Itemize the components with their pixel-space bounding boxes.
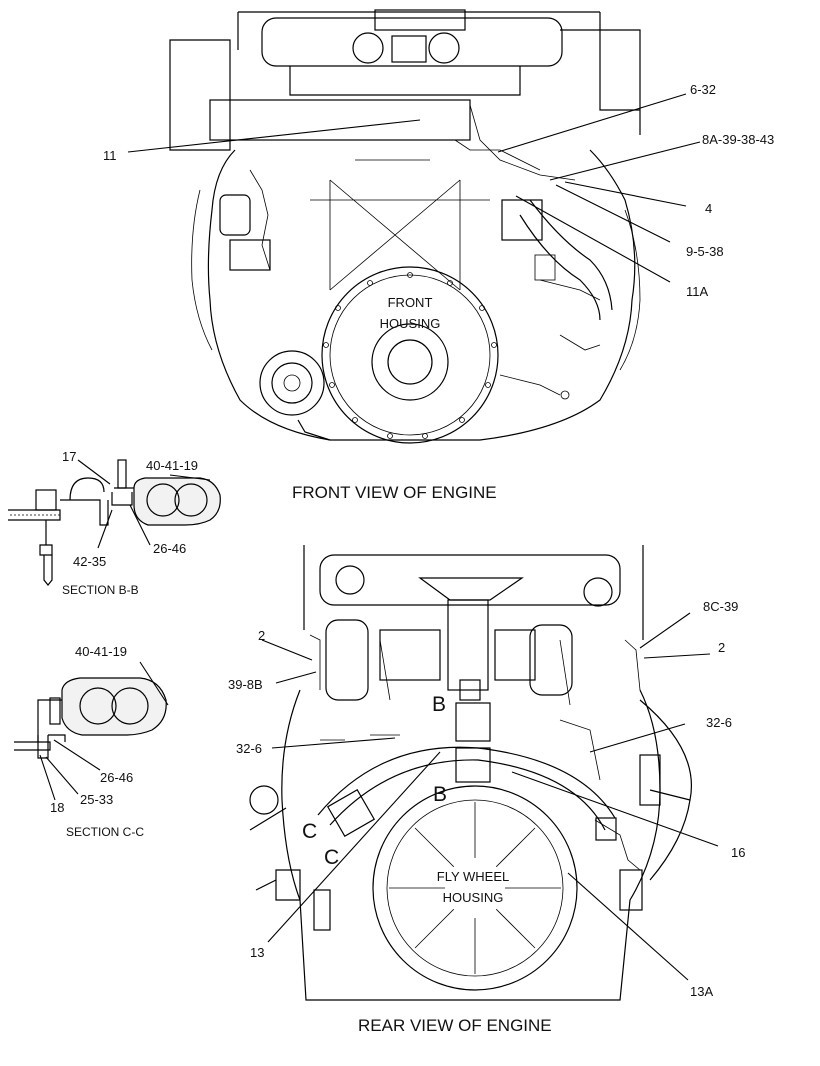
- callout-25-33: 25-33: [80, 792, 113, 807]
- section-b-b-drawing: [8, 459, 221, 586]
- front-view-caption: FRONT VIEW OF ENGINE: [292, 483, 497, 502]
- section-b-b-caption: SECTION B-B: [62, 583, 139, 597]
- callout-8c-39: 8C-39: [703, 599, 738, 614]
- housing-labels: FRONT HOUSING FLY WHEEL HOUSING: [380, 295, 510, 905]
- front-housing-label-line2: HOUSING: [380, 316, 441, 331]
- rear-view-engine: [249, 545, 692, 1001]
- callout-40-41-19-top: 40-41-19: [146, 458, 198, 473]
- section-marker-c-top: C: [302, 820, 317, 843]
- front-housing-label-line1: FRONT: [388, 295, 433, 310]
- callout-18: 18: [50, 800, 64, 815]
- callout-13a: 13A: [690, 984, 713, 999]
- callout-26-46-mid: 26-46: [100, 770, 133, 785]
- section-c-c-leaders: [39, 661, 169, 801]
- section-marker-c-bottom: C: [324, 846, 339, 869]
- callout-42-35: 42-35: [73, 554, 106, 569]
- section-c-c-drawing: [14, 677, 167, 759]
- section-markers: B B C C: [302, 693, 447, 869]
- callout-40-41-19-mid: 40-41-19: [75, 644, 127, 659]
- callout-labels: 11 6-32 8A-39-38-43 4 9-5-38 11A 17 40-4…: [50, 82, 774, 999]
- callout-39-8b: 39-8B: [228, 677, 263, 692]
- section-b-b-leaders: [77, 459, 211, 549]
- callout-8a-39-38-43: 8A-39-38-43: [702, 132, 774, 147]
- callout-2-left: 2: [258, 628, 265, 643]
- callout-4: 4: [705, 201, 712, 216]
- callout-17: 17: [62, 449, 76, 464]
- rear-view-caption: REAR VIEW OF ENGINE: [358, 1016, 552, 1035]
- callout-6-32: 6-32: [690, 82, 716, 97]
- callout-13: 13: [250, 945, 264, 960]
- flywheel-housing-label-line1: FLY WHEEL: [437, 869, 509, 884]
- callout-11a: 11A: [686, 284, 708, 299]
- callout-32-6-left: 32-6: [236, 741, 262, 756]
- captions: SECTION B-B SECTION C-C FRONT VIEW OF EN…: [62, 483, 552, 1035]
- section-marker-b-bottom: B: [433, 783, 447, 806]
- callout-11: 11: [103, 148, 117, 163]
- callout-26-46-top: 26-46: [153, 541, 186, 556]
- rear-view-leaders: [261, 612, 719, 981]
- section-marker-b-top: B: [432, 693, 446, 716]
- callout-9-5-38: 9-5-38: [686, 244, 724, 259]
- callout-32-6-right: 32-6: [706, 715, 732, 730]
- flywheel-housing-label-line2: HOUSING: [443, 890, 504, 905]
- section-c-c-caption: SECTION C-C: [66, 825, 144, 839]
- callout-2-right: 2: [718, 640, 725, 655]
- front-view-engine: [169, 9, 641, 444]
- front-view-leaders: [127, 93, 701, 283]
- callout-16: 16: [731, 845, 745, 860]
